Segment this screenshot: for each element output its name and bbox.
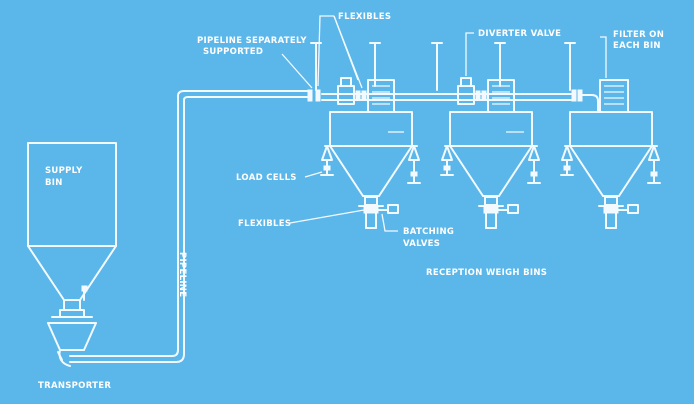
load-cells-label: LOAD CELLS bbox=[236, 173, 297, 183]
weigh-bin-3 bbox=[564, 111, 658, 197]
filter-label-line2: EACH BIN bbox=[613, 41, 661, 51]
pipeline-supported-label-line2: SUPPORTED bbox=[203, 47, 263, 57]
batching-valve-1 bbox=[358, 196, 399, 229]
supply-bin-label-line2: BIN bbox=[45, 178, 63, 188]
batching-valves-label-line1: BATCHING bbox=[403, 227, 454, 237]
batching-valves-label-line2: VALVES bbox=[403, 239, 440, 249]
load-cells-bin-2 bbox=[440, 145, 541, 184]
weigh-bin-1 bbox=[324, 111, 418, 197]
diverter-valve-2 bbox=[457, 77, 487, 105]
filter-1 bbox=[367, 79, 395, 113]
pipeline-supported-label-line1: PIPELINE SEPARATELY bbox=[197, 36, 307, 46]
transporter-label: TRANSPORTER bbox=[38, 381, 111, 391]
flexibles-bottom-label: FLEXIBLES bbox=[238, 219, 291, 229]
reception-weigh-bins-label: RECEPTION WEIGH BINS bbox=[426, 268, 547, 278]
batching-valve-2 bbox=[478, 196, 519, 229]
load-cells-bin-1 bbox=[320, 145, 421, 184]
supply-bin-label-line1: SUPPLY bbox=[45, 166, 83, 176]
pipeline-label: PIPELINE bbox=[177, 252, 187, 297]
transporter bbox=[47, 309, 97, 367]
leader-lines bbox=[281, 15, 607, 232]
batching-valve-3 bbox=[598, 196, 639, 229]
pipeline bbox=[69, 89, 599, 363]
diverter-valve-1 bbox=[337, 77, 367, 105]
weigh-bin-2 bbox=[444, 111, 538, 197]
flexibles-top-label: FLEXIBLES bbox=[338, 12, 391, 22]
filter-label-line1: FILTER ON bbox=[613, 30, 664, 40]
load-cells-bin-3 bbox=[560, 145, 661, 184]
filter-3 bbox=[599, 79, 629, 113]
diverter-valve-label: DIVERTER VALVE bbox=[478, 29, 561, 39]
